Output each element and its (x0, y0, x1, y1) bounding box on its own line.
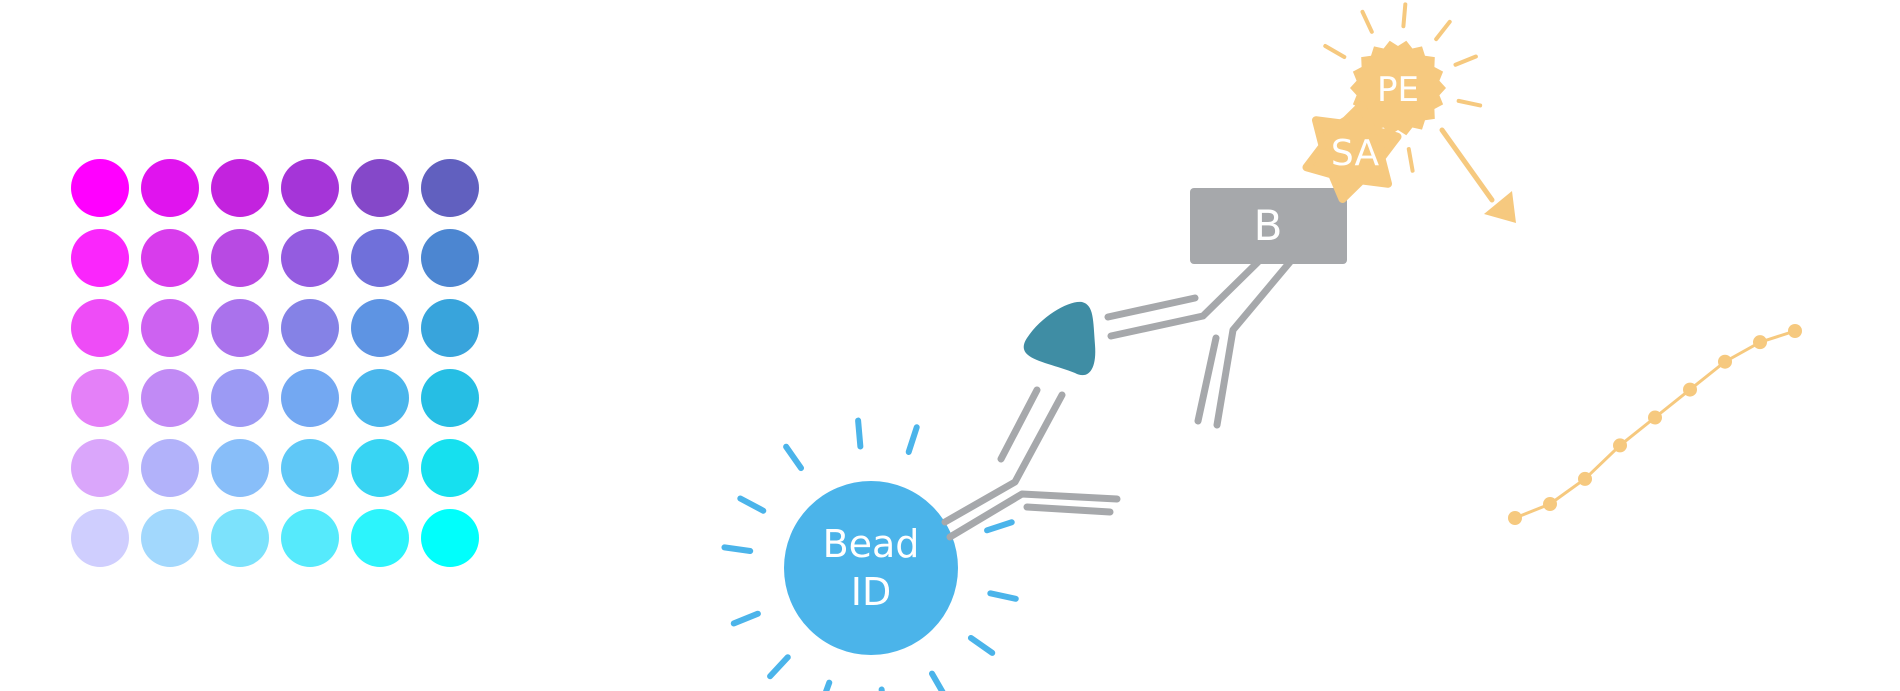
bead-ray (905, 424, 920, 455)
biotin-tag: B (1190, 188, 1347, 264)
grid-bead-dot (351, 299, 409, 357)
standard-curve-icon (1508, 324, 1802, 525)
standard-curve-point (1718, 354, 1732, 369)
grid-bead-dot (281, 439, 339, 497)
grid-bead-dot (351, 439, 409, 497)
grid-bead-dot (71, 299, 129, 357)
grid-bead-dot (71, 509, 129, 567)
sa-group: SA (1302, 101, 1402, 203)
grid-bead-dot (211, 229, 269, 287)
biotin-label: B (1254, 201, 1283, 250)
grid-bead-dot (351, 229, 409, 287)
grid-bead-dot (351, 509, 409, 567)
bead-ray (783, 443, 805, 472)
standard-curve-point (1508, 511, 1522, 525)
bead-ray (929, 670, 946, 691)
standard-curve-point (1613, 438, 1627, 453)
pe-ray (1406, 147, 1415, 173)
bead-ray (855, 417, 864, 450)
grid-bead-dot (421, 229, 479, 287)
pe-ray (1434, 19, 1452, 42)
grid-bead-dot (141, 299, 199, 357)
grid-bead-dot (71, 159, 129, 217)
grid-bead-dot (211, 159, 269, 217)
standard-curve-point (1543, 497, 1557, 512)
detection-antibody-icon (1104, 258, 1294, 429)
capture-antibody-icon (941, 386, 1121, 541)
bead-ray (987, 590, 1019, 602)
grid-bead-dot (281, 159, 339, 217)
bead-glow-rays (721, 417, 1019, 691)
pe-ray (1453, 54, 1478, 67)
grid-bead-dot (211, 439, 269, 497)
standard-curve-point (1788, 324, 1802, 338)
bead-ray (823, 679, 833, 691)
grid-bead-dot (421, 159, 479, 217)
standard-curve-point (1683, 382, 1697, 397)
grid-bead-dot (211, 299, 269, 357)
bead-ray (767, 654, 791, 680)
bead-ray (730, 610, 761, 627)
pe-ray (1401, 2, 1408, 29)
bead-ray (721, 544, 754, 555)
grid-bead-dot (351, 369, 409, 427)
grid-bead-dot (211, 509, 269, 567)
grid-bead-dot (281, 509, 339, 567)
grid-bead-dot (281, 229, 339, 287)
bead-sphere-icon (784, 481, 958, 655)
pe-group: PE (1323, 2, 1483, 173)
pe-ray (1360, 9, 1374, 34)
grid-bead-dot (211, 369, 269, 427)
bead-color-grid (71, 159, 479, 567)
phycoerythrin-burst-icon (1350, 40, 1446, 136)
biotin-box (1190, 188, 1347, 264)
bead-label-line1: Bead (823, 522, 920, 566)
sa-label: SA (1331, 133, 1380, 174)
pe-ray (1456, 98, 1483, 108)
grid-bead-dot (141, 159, 199, 217)
grid-bead-dot (71, 369, 129, 427)
grid-bead-dot (71, 439, 129, 497)
bead-group: Bead ID (721, 417, 1019, 691)
grid-bead-dot (141, 439, 199, 497)
grid-bead-dot (71, 229, 129, 287)
antigen-icon (1023, 301, 1096, 376)
grid-bead-dot (421, 439, 479, 497)
grid-bead-dot (141, 369, 199, 427)
streptavidin-star-icon (1302, 101, 1402, 203)
grid-bead-dot (421, 509, 479, 567)
standard-curve-point (1753, 335, 1767, 350)
pe-label: PE (1377, 70, 1419, 110)
grid-bead-dot (421, 369, 479, 427)
pe-ray (1323, 44, 1347, 59)
bead-ray (737, 495, 767, 514)
bead-ray (967, 634, 996, 656)
grid-bead-dot (141, 229, 199, 287)
grid-bead-dot (421, 299, 479, 357)
grid-bead-dot (141, 509, 199, 567)
grid-bead-dot (281, 369, 339, 427)
grid-bead-dot (281, 299, 339, 357)
standard-curve-point (1578, 471, 1592, 486)
standard-curve-point (1648, 410, 1662, 425)
bead-ray (984, 519, 1015, 534)
bead-label-line2: ID (851, 570, 891, 614)
arrow-icon (1439, 127, 1516, 223)
grid-bead-dot (351, 159, 409, 217)
